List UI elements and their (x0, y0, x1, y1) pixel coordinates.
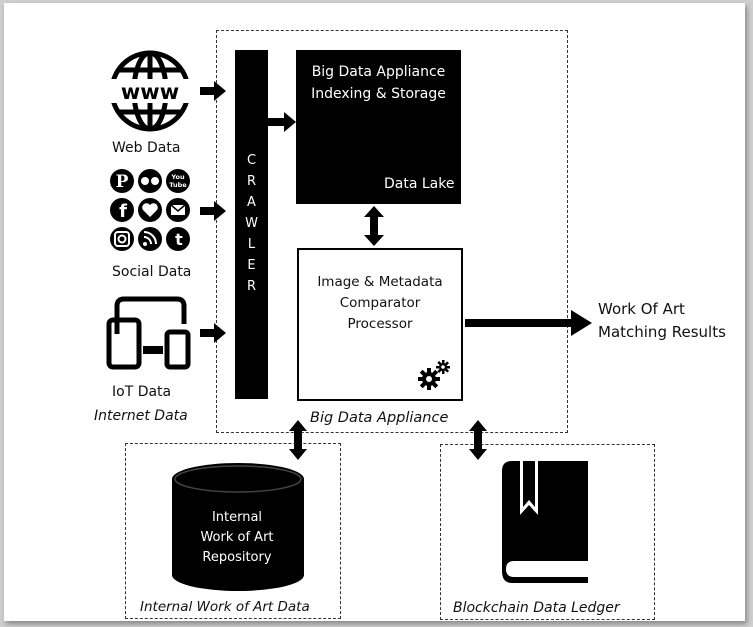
comparator-line1: Image & Metadata (317, 274, 443, 290)
comparator-processor-box: Image & Metadata Comparator Processor (297, 248, 463, 401)
device-icon (106, 296, 191, 370)
svg-text:www: www (121, 80, 179, 104)
arrow-crawler-to-storage (268, 112, 296, 132)
arrow-appliance-ledger (469, 420, 487, 460)
indexing-storage-block: Big Data Appliance Indexing & Storage Da… (296, 50, 461, 204)
repository-text: Internal Work of Art Repository (172, 508, 302, 568)
internal-data-boundary (125, 443, 341, 619)
svg-text:f: f (119, 201, 127, 222)
comparator-line2: Comparator (339, 295, 421, 311)
arrow-iot-to-crawler (200, 323, 226, 343)
arrow-to-results (465, 310, 592, 336)
crawler-bar: C R A W L E R (235, 50, 268, 399)
crawler-letter: L (247, 237, 256, 252)
arrow-social-to-crawler (200, 201, 226, 221)
arrow-appliance-repository (289, 420, 307, 460)
arrow-web-to-crawler (200, 81, 226, 101)
blockchain-ledger-boundary (440, 444, 655, 620)
database-cylinder-icon (172, 463, 304, 591)
social-media-icons: P You Tube f t (110, 169, 190, 251)
crawler-letter: R (246, 279, 257, 294)
internet-data-label: Internet Data (94, 408, 188, 424)
results-line1: Work Of Art (598, 300, 685, 318)
gears-icon (418, 360, 450, 390)
crawler-letter: A (247, 195, 256, 210)
ledger-book-icon (502, 461, 588, 583)
www-globe-icon: www (107, 50, 193, 132)
svg-text:Tube: Tube (169, 181, 187, 189)
iot-data-label: IoT Data (112, 384, 172, 400)
repository-line2: Work of Art (200, 530, 274, 545)
repository-line1: Internal (211, 510, 263, 525)
crawler-letter: R (246, 174, 257, 189)
internal-data-label: Internal Work of Art Data (140, 599, 310, 615)
results-line2: Matching Results (598, 323, 726, 341)
svg-text:P: P (116, 172, 129, 192)
diagram-canvas: www Web Data P You Tube f t Social Data (4, 3, 745, 621)
data-lake-label: Data Lake (384, 176, 455, 192)
comparator-line3: Processor (347, 316, 413, 332)
blockchain-ledger-label: Blockchain Data Ledger (453, 600, 620, 616)
svg-text:You: You (170, 173, 185, 181)
crawler-letter: E (247, 258, 256, 273)
storage-title-line2: Indexing & Storage (311, 86, 446, 102)
storage-title-line1: Big Data Appliance (311, 64, 446, 80)
big-data-appliance-label: Big Data Appliance (310, 410, 449, 426)
crawler-letter: C (246, 153, 257, 168)
svg-text:t: t (175, 230, 183, 249)
web-data-label: Web Data (112, 140, 181, 156)
social-data-label: Social Data (112, 264, 192, 280)
crawler-letter: W (245, 216, 258, 231)
repository-line3: Repository (202, 550, 272, 565)
arrow-storage-comparator (364, 206, 384, 246)
big-data-appliance-boundary (216, 30, 568, 433)
comparator-text: Image & Metadata Comparator Processor (299, 272, 461, 335)
